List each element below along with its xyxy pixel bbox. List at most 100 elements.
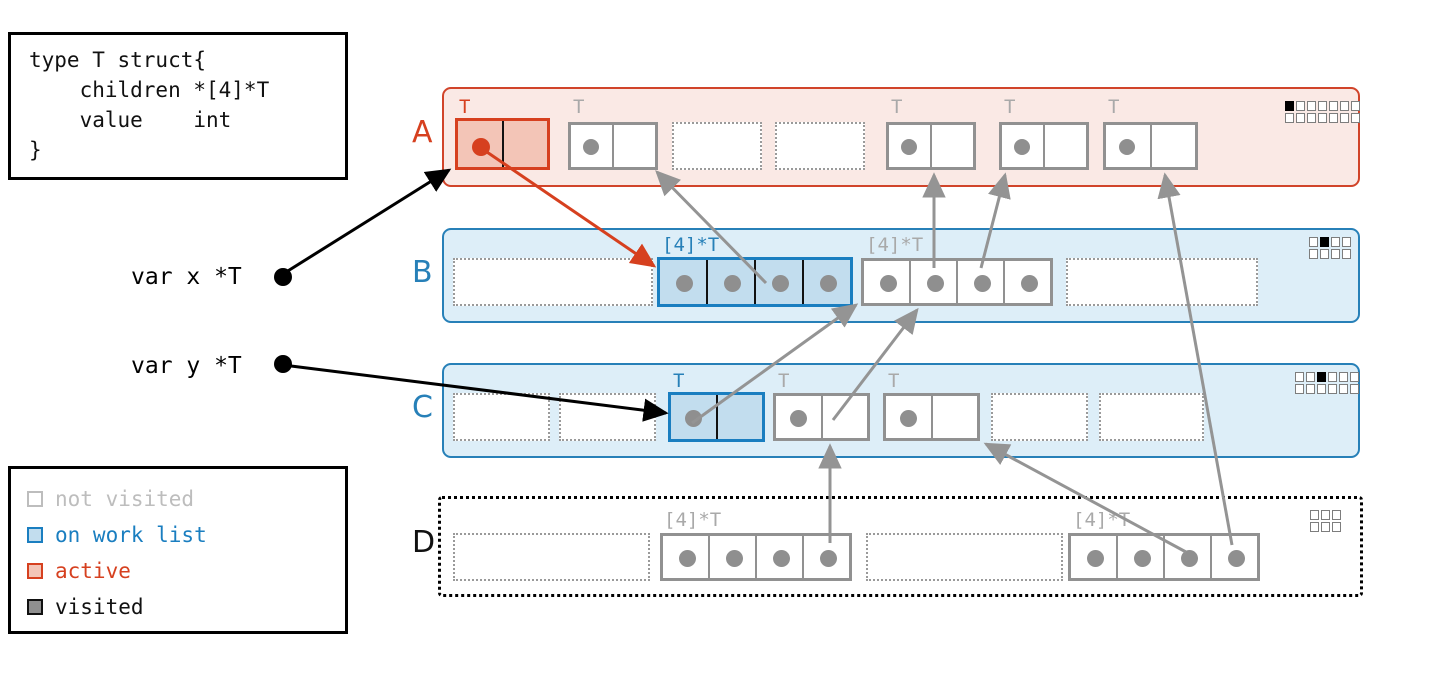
cell bbox=[501, 121, 548, 167]
meter-cell bbox=[1321, 522, 1330, 532]
meter-cell bbox=[1328, 384, 1337, 394]
meter-cell bbox=[1340, 113, 1349, 123]
meter-cell bbox=[1331, 237, 1340, 247]
meter-cell bbox=[1328, 372, 1337, 382]
cell bbox=[864, 261, 909, 303]
cell bbox=[1003, 261, 1050, 303]
meter-cell bbox=[1342, 237, 1351, 247]
cell bbox=[706, 260, 754, 304]
meter-row bbox=[1295, 384, 1359, 394]
type-definition-box: type T struct{ children *[4]*T value int… bbox=[8, 32, 348, 180]
meter-row bbox=[1309, 249, 1351, 259]
meter-row bbox=[1295, 372, 1359, 382]
cell bbox=[930, 396, 978, 438]
block-a-6 bbox=[1103, 122, 1198, 170]
cell bbox=[820, 396, 868, 438]
meter-cell bbox=[1309, 249, 1318, 259]
block-a-5 bbox=[999, 122, 1089, 170]
pointer-dot bbox=[583, 139, 599, 155]
cell bbox=[886, 396, 931, 438]
legend-label-active: active bbox=[55, 558, 131, 583]
block-c-6-empty bbox=[1099, 393, 1204, 441]
pointer-dot bbox=[685, 410, 702, 427]
meter-cell bbox=[1317, 384, 1326, 394]
block-a-4 bbox=[886, 122, 976, 170]
block-a-0-active bbox=[455, 118, 550, 170]
cell bbox=[715, 395, 763, 439]
pointer-dot bbox=[900, 410, 917, 427]
meter-cell bbox=[1342, 249, 1351, 259]
var-y-label: var y *T bbox=[131, 353, 242, 379]
legend-label-not-visited: not visited bbox=[55, 486, 195, 511]
meter-cell bbox=[1296, 101, 1305, 111]
block-b-2 bbox=[861, 258, 1053, 306]
block-tag-b-2: [4]*T bbox=[866, 234, 924, 256]
cell bbox=[1163, 536, 1210, 578]
block-a-2-empty bbox=[672, 122, 762, 170]
block-c-1-empty bbox=[559, 393, 656, 441]
meter-cell bbox=[1318, 101, 1327, 111]
cell bbox=[660, 260, 706, 304]
meter-cell bbox=[1306, 372, 1315, 382]
pointer-dot bbox=[1134, 550, 1151, 567]
block-b-1-worklist bbox=[657, 257, 853, 307]
block-d-0-empty bbox=[453, 533, 650, 581]
meter-row bbox=[1285, 101, 1360, 111]
cell bbox=[802, 260, 850, 304]
pointer-dot bbox=[1014, 139, 1030, 155]
legend-item-visited: visited bbox=[27, 589, 345, 625]
meter-cell bbox=[1295, 384, 1304, 394]
cell bbox=[754, 260, 802, 304]
occupancy-meter-b bbox=[1309, 237, 1351, 259]
block-d-1 bbox=[660, 533, 852, 581]
pointer-dot bbox=[927, 275, 944, 292]
pointer-dot bbox=[773, 550, 790, 567]
legend-box: not visited on work list active visited bbox=[8, 466, 348, 634]
meter-row bbox=[1285, 113, 1360, 123]
cell bbox=[1116, 536, 1163, 578]
cell bbox=[1210, 536, 1257, 578]
legend-swatch-on-work-list bbox=[27, 527, 43, 543]
cell bbox=[802, 536, 849, 578]
pointer-dot bbox=[676, 275, 693, 292]
block-a-3-empty bbox=[775, 122, 865, 170]
pointer-dot bbox=[1228, 550, 1245, 567]
pointer-dot bbox=[820, 550, 837, 567]
meter-cell bbox=[1295, 372, 1304, 382]
meter-cell bbox=[1339, 372, 1348, 382]
block-tag-a-0: T bbox=[459, 96, 471, 118]
cell bbox=[458, 121, 502, 167]
block-b-3-empty bbox=[1066, 258, 1258, 306]
pointer-dot bbox=[790, 410, 807, 427]
block-tag-b-1: [4]*T bbox=[662, 234, 720, 256]
block-b-0-empty bbox=[453, 258, 653, 306]
block-tag-c-4: T bbox=[888, 370, 900, 392]
legend-label-on-work-list: on work list bbox=[55, 522, 207, 547]
meter-cell bbox=[1310, 510, 1319, 520]
pointer-dot bbox=[974, 275, 991, 292]
pointer-dot bbox=[724, 275, 741, 292]
pointer-dot bbox=[1181, 550, 1198, 567]
legend-item-not-visited: not visited bbox=[27, 481, 345, 517]
meter-cell bbox=[1351, 113, 1360, 123]
row-label-b: B bbox=[412, 255, 433, 290]
block-c-3 bbox=[773, 393, 870, 441]
meter-row bbox=[1310, 522, 1341, 532]
pointer-dot bbox=[880, 275, 897, 292]
block-c-0-empty bbox=[453, 393, 550, 441]
row-label-a: A bbox=[412, 115, 433, 150]
block-tag-a-5: T bbox=[1004, 96, 1016, 118]
meter-cell bbox=[1307, 113, 1316, 123]
block-a-1 bbox=[568, 122, 658, 170]
block-tag-a-1: T bbox=[573, 96, 585, 118]
meter-cell bbox=[1307, 101, 1316, 111]
block-tag-d-1: [4]*T bbox=[664, 509, 722, 531]
legend-item-active: active bbox=[27, 553, 345, 589]
row-label-d: D bbox=[412, 525, 436, 560]
meter-cell bbox=[1350, 384, 1359, 394]
pointer-dot bbox=[772, 275, 789, 292]
cell bbox=[956, 261, 1003, 303]
occupancy-meter-c bbox=[1295, 372, 1359, 394]
block-d-3 bbox=[1068, 533, 1260, 581]
cell bbox=[708, 536, 755, 578]
